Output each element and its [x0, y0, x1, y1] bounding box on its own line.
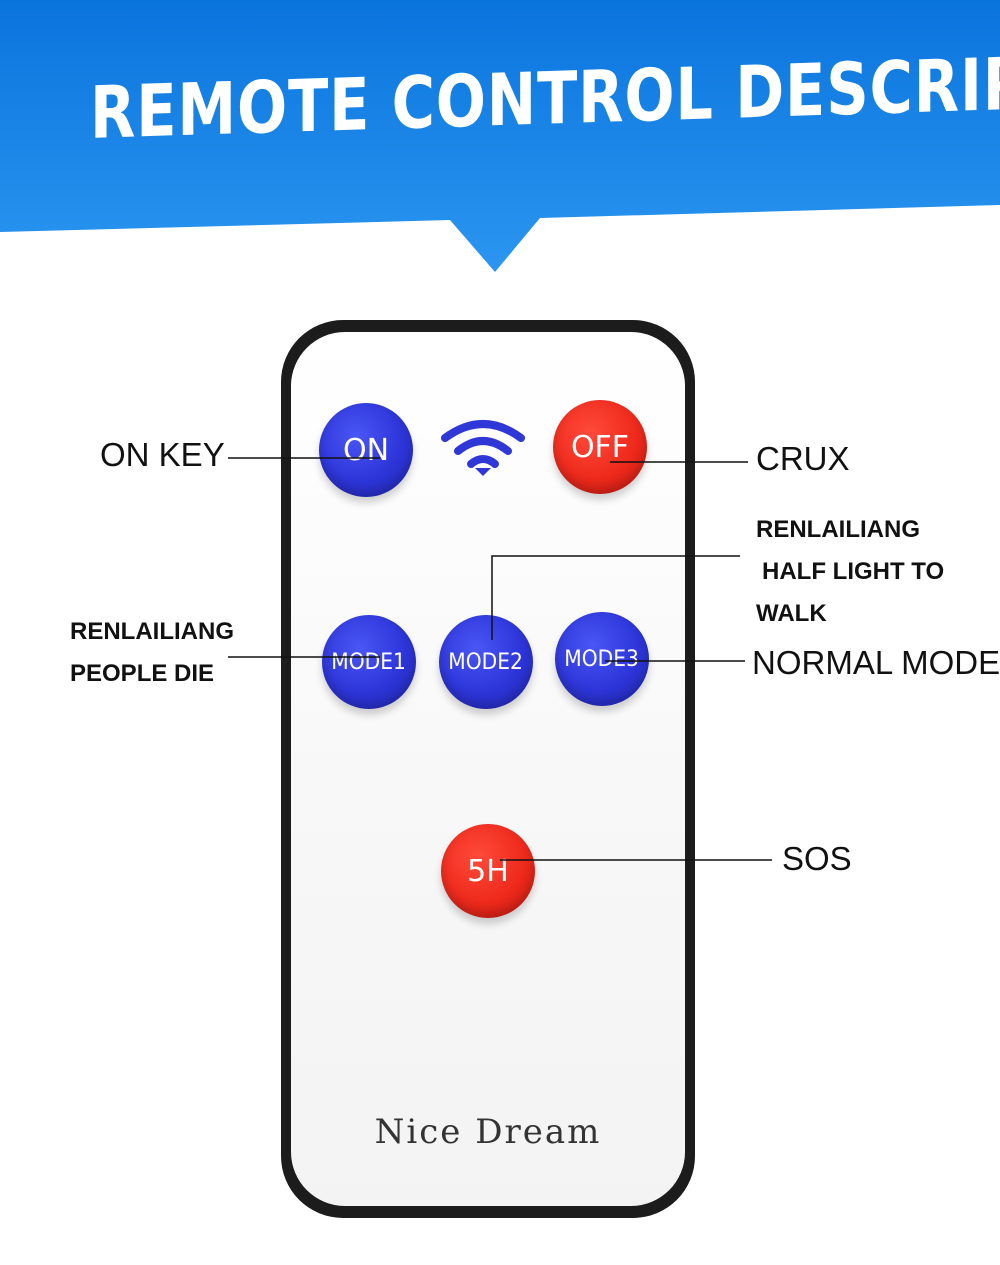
- crux-callout: CRUX: [756, 440, 850, 477]
- mode1-button[interactable]: MODE1: [322, 615, 416, 709]
- on-button[interactable]: ON: [319, 403, 413, 497]
- mode1-callout-line2: PEOPLE DIE: [70, 660, 215, 687]
- sos-callout: SOS: [782, 840, 852, 877]
- normal-mode-callout: NORMAL MODE: [752, 644, 1000, 681]
- on-button-label: ON: [342, 432, 390, 468]
- mode2-callout-line3: WALK: [756, 600, 827, 627]
- off-button[interactable]: OFF: [553, 400, 647, 494]
- wifi-icon: [441, 420, 525, 476]
- mode2-callout-line1: RENLAILIANG: [756, 516, 920, 543]
- 5h-button[interactable]: 5H: [441, 824, 535, 918]
- mode1-callout-line1: RENLAILIANG: [70, 618, 234, 645]
- mode2-callout-line2: HALF LIGHT TO: [762, 558, 945, 585]
- brand-label: Nice Dream: [374, 1112, 602, 1152]
- remote-control: Nice Dream: [281, 320, 695, 1218]
- on-key-callout: ON KEY: [100, 436, 225, 473]
- off-button-label: OFF: [570, 429, 630, 465]
- banner-background: [0, 0, 1000, 272]
- mode3-button[interactable]: MODE3: [555, 612, 649, 706]
- header-banner: REMOTE CONTROL DESCRIPTION: [0, 0, 1000, 275]
- mode2-button[interactable]: MODE2: [439, 615, 533, 709]
- mode3-button-label: MODE3: [564, 646, 640, 672]
- mode1-button-label: MODE1: [331, 649, 407, 675]
- mode2-button-label: MODE2: [448, 649, 524, 675]
- 5h-button-label: 5H: [467, 853, 509, 889]
